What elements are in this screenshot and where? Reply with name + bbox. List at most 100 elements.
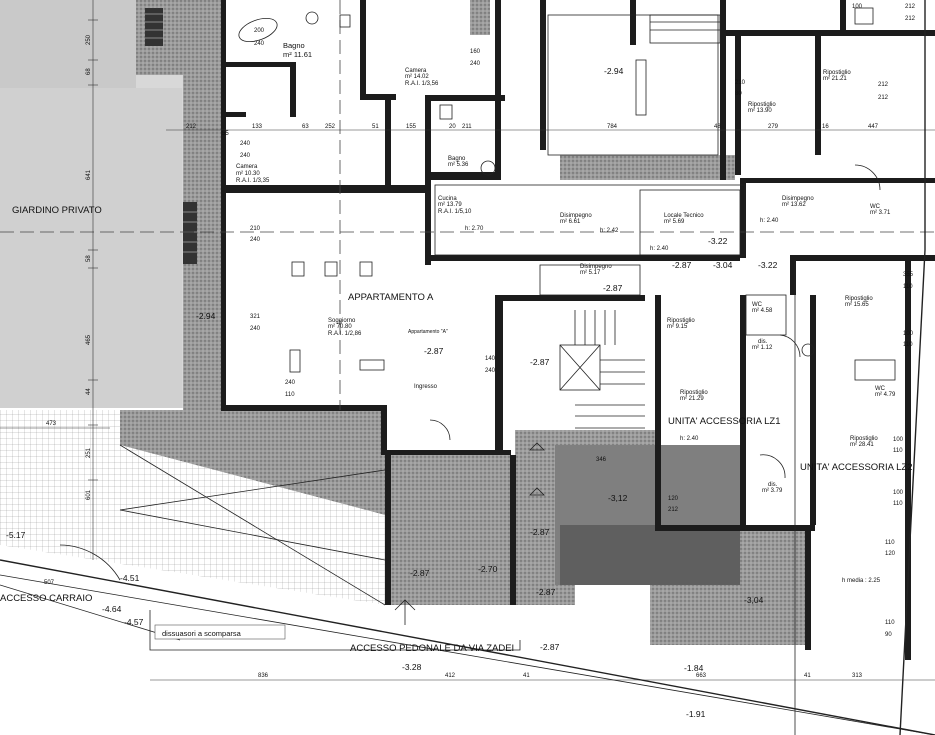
wc3-area: m² 4.79 bbox=[875, 392, 896, 398]
vent-grille-top bbox=[145, 8, 163, 46]
apartment-a-label: APPARTAMENTO A bbox=[348, 292, 434, 303]
level-marker: -2.70 bbox=[478, 564, 498, 574]
ramp-inner bbox=[560, 525, 740, 585]
dimension: 321 bbox=[250, 314, 261, 320]
disimpegno3-area: m² 13.62 bbox=[782, 202, 806, 208]
dimension: 63 bbox=[302, 124, 309, 130]
apartment-a-small-label: Appartamento "A" bbox=[408, 329, 448, 335]
ripostiglio4-area: m² 21.29 bbox=[680, 396, 704, 402]
dimension: 110 bbox=[893, 501, 903, 507]
level-marker: -3.22 bbox=[758, 260, 778, 270]
dimension: 641 bbox=[86, 169, 92, 180]
level-marker: -3.28 bbox=[402, 662, 422, 672]
ripostiglio3-area: m² 9.15 bbox=[667, 324, 688, 330]
dimension: 58 bbox=[86, 255, 92, 262]
level-marker: -3,12 bbox=[608, 493, 628, 503]
dimension: 80 bbox=[735, 91, 742, 97]
dimension: 155 bbox=[406, 124, 417, 130]
garden-label: GIARDINO PRIVATO bbox=[12, 205, 102, 216]
dimension: 663 bbox=[696, 673, 707, 679]
dimension: 140 bbox=[485, 356, 496, 362]
height-lz1: h: 2.40 bbox=[680, 436, 699, 442]
ripostiglio1-area: m² 21.21 bbox=[823, 76, 847, 82]
bagno1-label: Bagno bbox=[283, 41, 305, 50]
dimension: 240 bbox=[250, 237, 261, 243]
dimension: 240 bbox=[254, 41, 265, 47]
locale-tecnico-area: m² 5.69 bbox=[664, 219, 685, 225]
bagno1-area: m² 11.61 bbox=[283, 50, 312, 59]
disimpegno2-area: m² 5.17 bbox=[580, 270, 601, 276]
disimpegno3-label: Disimpegno bbox=[782, 196, 814, 202]
dimension: 212 bbox=[905, 4, 916, 10]
dimension: 44 bbox=[86, 388, 92, 395]
dimension: 240 bbox=[470, 61, 481, 67]
dimension: 55 bbox=[222, 131, 229, 137]
dimension: 313 bbox=[852, 673, 863, 679]
camera1-label: Camera bbox=[405, 68, 427, 74]
soggiorno-label: Soggiorno bbox=[328, 318, 356, 324]
cucina-rai: R.A.I. 1/5,10 bbox=[438, 209, 472, 215]
dimension: 20 bbox=[449, 124, 456, 130]
ripostiglio5-label: Ripostiglio bbox=[845, 296, 873, 302]
camera1-area: m² 14.02 bbox=[405, 74, 429, 80]
disimpegno2-label: Disimpegno bbox=[580, 264, 612, 270]
dimension: 212 bbox=[878, 95, 889, 101]
level-marker: -2.87 bbox=[424, 346, 444, 356]
room-labels: GIARDINO PRIVATO APPARTAMENTO A Appartam… bbox=[0, 41, 913, 654]
bagno2-label: Bagno bbox=[448, 156, 466, 162]
dimension: 110 bbox=[285, 392, 295, 398]
ripostiglio4-label: Ripostiglio bbox=[680, 390, 708, 396]
wc1-label: WC bbox=[870, 204, 881, 210]
locale-tecnico-label: Locale Tecnico bbox=[664, 213, 704, 219]
wc3-label: WC bbox=[875, 386, 886, 392]
dimension: 120 bbox=[885, 551, 896, 557]
soggiorno-rai: R.A.I. 1/2,86 bbox=[328, 331, 362, 337]
bagno2-area: m² 5.36 bbox=[448, 162, 469, 168]
dimension: 41 bbox=[804, 673, 811, 679]
dimension: 100 bbox=[903, 331, 914, 337]
bollards-label: dissuasori a scomparsa bbox=[162, 629, 242, 638]
dimension: 250 bbox=[86, 34, 92, 45]
dimension: 48 bbox=[714, 124, 721, 130]
dimension: 251 bbox=[86, 447, 92, 458]
wc2-label: WC bbox=[752, 302, 763, 308]
level-marker: -3,04 bbox=[744, 595, 764, 605]
dimension: 100 bbox=[852, 4, 863, 10]
level-marker: -2.87 bbox=[410, 568, 430, 578]
dimension: 240 bbox=[240, 141, 251, 147]
level-marker: -2.87 bbox=[672, 260, 692, 270]
dimension: 212 bbox=[186, 124, 197, 130]
dimension: 110 bbox=[903, 342, 913, 348]
ingresso-label: Ingresso bbox=[414, 384, 438, 390]
dimension: 160 bbox=[470, 49, 481, 55]
height-locale-tecnico: h: 2.40 bbox=[650, 246, 669, 252]
level-marker: -2.87 bbox=[530, 527, 550, 537]
ripostiglio2-label: Ripostiglio bbox=[748, 102, 776, 108]
level-marker: -1.84 bbox=[684, 663, 704, 673]
dimension: 473 bbox=[46, 421, 57, 427]
dimension: 212 bbox=[905, 16, 916, 22]
dimension: 110 bbox=[885, 540, 895, 546]
level-marker: -2.94 bbox=[604, 66, 624, 76]
level-marker: -3.04 bbox=[713, 260, 733, 270]
dimension: 110 bbox=[885, 620, 895, 626]
dimension: 601 bbox=[86, 489, 92, 500]
dimension: 100 bbox=[893, 490, 904, 496]
dimension: 16 bbox=[822, 124, 829, 130]
level-marker: -4.51 bbox=[120, 573, 140, 583]
driveway-grid bbox=[0, 410, 385, 605]
dimension: 240 bbox=[285, 380, 296, 386]
level-marker: -2.94 bbox=[196, 311, 216, 321]
dis2-label: dis. bbox=[768, 482, 778, 488]
dis1-area: m² 1.12 bbox=[752, 345, 773, 351]
dimension: 507 bbox=[44, 580, 55, 586]
height-disimpegno: h: 2.42 bbox=[600, 228, 619, 234]
cucina-label: Cucina bbox=[438, 196, 457, 202]
ripostiglio5-area: m² 15.65 bbox=[845, 302, 869, 308]
dimension: 240 bbox=[240, 153, 251, 159]
dimension: 212 bbox=[878, 82, 889, 88]
level-marker: -4.64 bbox=[102, 604, 122, 614]
height-cucina: h: 2.70 bbox=[465, 226, 484, 232]
unit-lz1-label: UNITA' ACCESSORIA LZ1 bbox=[668, 416, 781, 427]
level-marker: -2.87 bbox=[536, 587, 556, 597]
